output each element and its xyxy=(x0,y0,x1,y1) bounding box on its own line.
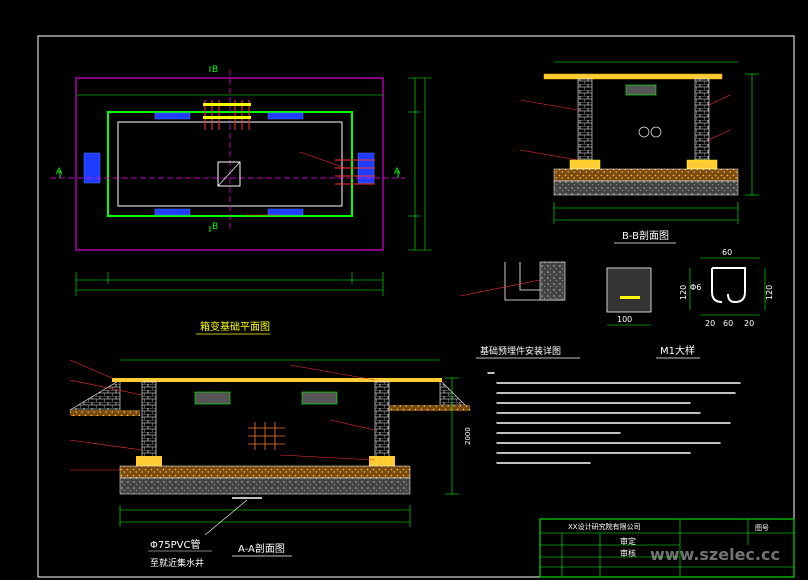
aa-title: A-A剖面图 xyxy=(238,542,285,555)
section-b-top: B xyxy=(212,65,218,75)
embedded-detail: 100 基础预埋件安装详图 xyxy=(459,261,652,359)
aa-section: 2000 Φ75PVC管 至就近集水井 A-A剖面图 xyxy=(68,359,472,569)
watermark: www.szelec.cc xyxy=(650,545,780,564)
bb-title: B-B剖面图 xyxy=(622,229,669,242)
m1-title: M1大样 xyxy=(660,344,695,357)
stamp-2: 审核 xyxy=(620,548,636,558)
m1-phi: Φ6 xyxy=(690,283,701,292)
section-b-bottom: B xyxy=(212,222,218,232)
section-a-right: A xyxy=(394,167,401,177)
plan-view: B B A A 箱变基础平面图 xyxy=(50,65,432,335)
plan-title: 箱变基础平面图 xyxy=(200,320,270,333)
aa-dim-height: 2000 xyxy=(464,427,472,445)
detail-title: 基础预埋件安装详图 xyxy=(480,345,561,357)
m1-dim-top: 60 xyxy=(722,248,732,257)
m1-detail: 60 120 120 20 60 20 Φ6 M1大样 xyxy=(656,248,774,359)
bb-section: B-B剖面图 xyxy=(519,61,759,244)
m1-dim-bottom-right: 20 xyxy=(744,319,754,328)
drawing-number: 图号 xyxy=(755,524,769,532)
detail-dim-bottom: 100 xyxy=(617,315,632,324)
stamp-1: 审定 xyxy=(620,536,636,546)
pipe-label: Φ75PVC管 xyxy=(150,538,200,551)
m1-dim-bottom-mid: 60 xyxy=(723,319,733,328)
m1-dim-left: 120 xyxy=(679,285,688,300)
pipe-sub-label: 至就近集水井 xyxy=(150,557,204,569)
section-a-left: A xyxy=(56,167,63,177)
title-block: XX设计研究院有限公司 审定 审核 图号 www.szelec.cc xyxy=(539,518,795,578)
drawing-frame xyxy=(37,35,795,578)
m1-dim-bottom-left: 20 xyxy=(705,319,715,328)
notes-block xyxy=(487,372,741,464)
company-name: XX设计研究院有限公司 xyxy=(568,522,641,531)
m1-dim-right: 120 xyxy=(765,285,774,300)
